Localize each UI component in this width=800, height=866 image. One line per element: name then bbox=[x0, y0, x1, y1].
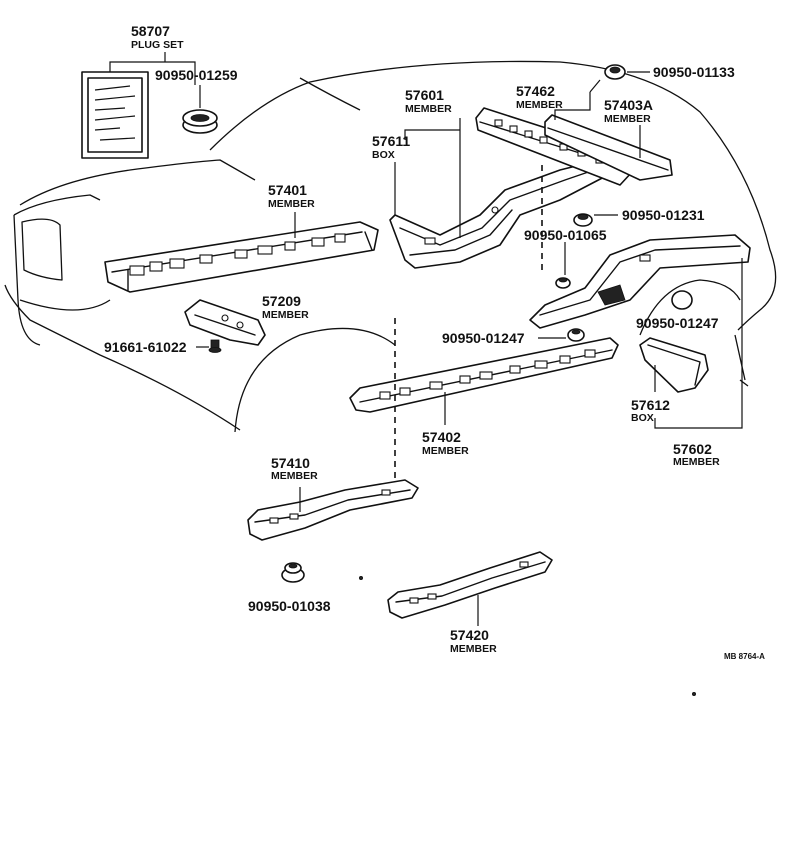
label-90950-01065: 90950-01065 bbox=[524, 227, 607, 243]
label-91661-61022: 91661-61022 bbox=[104, 339, 187, 355]
label-57601-name: MEMBER bbox=[405, 103, 452, 115]
member-57403A bbox=[544, 114, 673, 181]
member-57209 bbox=[184, 299, 266, 346]
label-90950-01259: 90950-01259 bbox=[155, 67, 238, 83]
label-57401-number: 57401 bbox=[268, 182, 307, 198]
grommet-90950-01259 bbox=[182, 109, 218, 134]
label-57420-number: 57420 bbox=[450, 627, 489, 643]
grommet-90950-01065 bbox=[555, 277, 571, 289]
member-57401 bbox=[104, 221, 379, 293]
label-90950-01247-center: 90950-01247 bbox=[442, 330, 525, 346]
label-57410-name: MEMBER bbox=[271, 470, 318, 482]
label-57612-name: BOX bbox=[631, 412, 654, 424]
label-57602-number: 57602 bbox=[673, 441, 712, 457]
box-57612 bbox=[639, 337, 709, 393]
grommet-90950-01247-center bbox=[567, 328, 585, 342]
member-57602 bbox=[529, 234, 751, 329]
member-57402 bbox=[349, 337, 619, 413]
label-57462-name: MEMBER bbox=[516, 99, 563, 111]
member-57420 bbox=[387, 551, 553, 619]
label-57611-name: BOX bbox=[372, 149, 395, 161]
grommet-90950-01133 bbox=[604, 64, 626, 80]
bolt-91661-61022 bbox=[208, 339, 222, 353]
label-57462-number: 57462 bbox=[516, 83, 555, 99]
grommet-90950-01231 bbox=[573, 213, 593, 227]
stray-mark bbox=[692, 692, 697, 697]
grommet-90950-01038 bbox=[281, 562, 305, 583]
stray-mark bbox=[358, 576, 363, 581]
plug-set-card bbox=[81, 71, 149, 159]
label-90950-01133: 90950-01133 bbox=[653, 64, 735, 80]
label-58707-name: PLUG SET bbox=[131, 39, 184, 51]
plug-90950-01247-right bbox=[671, 290, 693, 310]
car-body-outline bbox=[4, 60, 777, 433]
label-57402-name: MEMBER bbox=[422, 445, 469, 457]
label-57410-number: 57410 bbox=[271, 455, 310, 471]
leader-58707 bbox=[109, 52, 196, 85]
label-57209-name: MEMBER bbox=[262, 309, 309, 321]
member-57410 bbox=[247, 479, 419, 541]
label-57403A-number: 57403A bbox=[604, 97, 653, 113]
label-57209-number: 57209 bbox=[262, 293, 301, 309]
part-labels: 58707 PLUG SET 90950-01259 57601 MEMBER … bbox=[104, 23, 765, 661]
label-57420-name: MEMBER bbox=[450, 643, 497, 655]
label-90950-01247-right: 90950-01247 bbox=[636, 315, 719, 331]
label-58707-number: 58707 bbox=[131, 23, 170, 39]
drawing-reference: MB 8764-A bbox=[724, 652, 765, 661]
label-57612-number: 57612 bbox=[631, 397, 670, 413]
member-57601 bbox=[389, 159, 609, 269]
label-57401-name: MEMBER bbox=[268, 198, 315, 210]
label-90950-01231: 90950-01231 bbox=[622, 207, 705, 223]
label-57403A-name: MEMBER bbox=[604, 113, 651, 125]
label-57601-number: 57601 bbox=[405, 87, 444, 103]
label-90950-01038: 90950-01038 bbox=[248, 598, 331, 614]
label-57602-name: MEMBER bbox=[673, 456, 720, 468]
label-57611-number: 57611 bbox=[372, 133, 410, 149]
label-57402-number: 57402 bbox=[422, 429, 461, 445]
